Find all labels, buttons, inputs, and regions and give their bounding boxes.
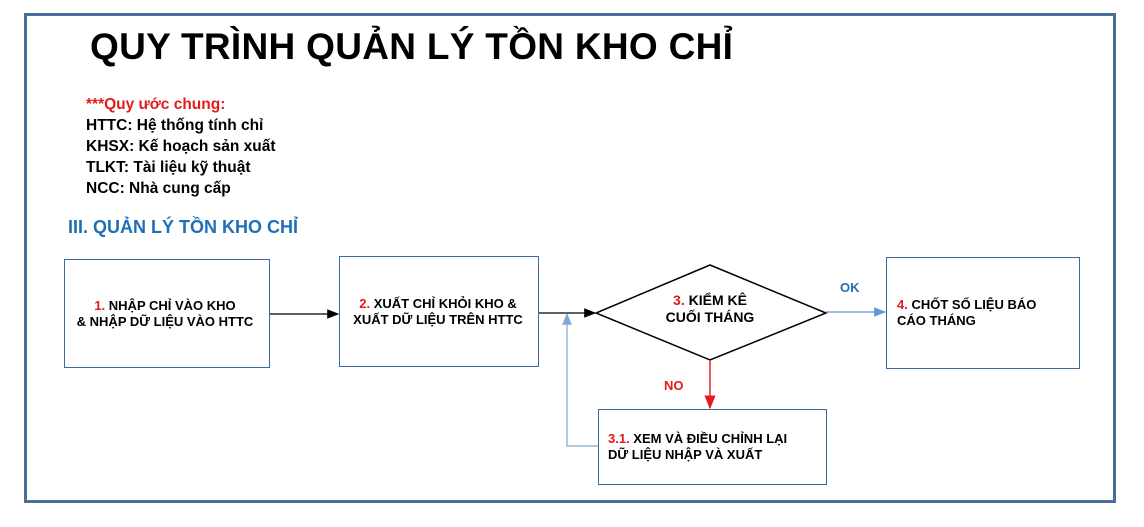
step-3-line2: CUỐI THÁNG [665, 309, 755, 325]
legend-item-ncc: NCC: Nhà cung cấp [86, 180, 231, 197]
step-3-1-line1: XEM VÀ ĐIỀU CHỈNH LẠI [629, 431, 788, 446]
arrow-step31-feedback [562, 312, 598, 447]
step-1-line2: & NHẬP DỮ LIỆU VÀO HTTC [76, 313, 254, 329]
step-3-label: 3. KIỂM KÊ CUỐI THÁNG [620, 292, 800, 326]
step-4-box: 4. CHỐT SỐ LIỆU BÁO CÁO THÁNG [886, 257, 1080, 369]
legend: ***Quy ước chung: HTTC: Hệ thống tính ch… [86, 94, 276, 199]
step-3-1-line2: DỮ LIỆU NHẬP VÀ XUẤT [608, 447, 763, 462]
step-2-box: 2. XUẤT CHỈ KHỎI KHO & XUẤT DỮ LIỆU TRÊN… [339, 256, 539, 367]
ok-label: OK [840, 280, 860, 295]
legend-item-tlkt: TLKT: Tài liệu kỹ thuật [86, 159, 251, 176]
step-3-1-number: 3.1. [608, 431, 630, 446]
step-3-1-box: 3.1. XEM VÀ ĐIỀU CHỈNH LẠI DỮ LIỆU NHẬP … [598, 409, 827, 485]
no-label: NO [664, 378, 684, 393]
step-4-line1: CHỐT SỐ LIỆU BÁO [907, 297, 1037, 312]
step-1-line1: NHẬP CHỈ VÀO KHO [105, 297, 236, 313]
step-2-line2: XUẤT DỮ LIỆU TRÊN HTTC [353, 311, 523, 327]
section-heading: III. QUẢN LÝ TỒN KHO CHỈ [68, 217, 299, 237]
step-1-box: 1. NHẬP CHỈ VÀO KHO & NHẬP DỮ LIỆU VÀO H… [64, 259, 270, 368]
step-4-line2: CÁO THÁNG [897, 313, 976, 328]
step-2-number: 2. [359, 295, 371, 311]
step-2-line1: XUẤT CHỈ KHỎI KHO & [370, 295, 517, 311]
step-4-number: 4. [897, 297, 908, 312]
slide-frame [24, 13, 1116, 503]
page-title: QUY TRÌNH QUẢN LÝ TỒN KHO CHỈ [90, 26, 734, 67]
legend-title: ***Quy ước chung: [86, 96, 226, 113]
legend-item-khsx: KHSX: Kế hoạch sản xuất [86, 138, 276, 155]
legend-item-httc: HTTC: Hệ thống tính chỉ [86, 117, 264, 134]
step-1-number: 1. [94, 297, 106, 313]
step-3-line1: KIỂM KÊ [684, 292, 747, 308]
step-3-number: 3. [673, 292, 685, 308]
